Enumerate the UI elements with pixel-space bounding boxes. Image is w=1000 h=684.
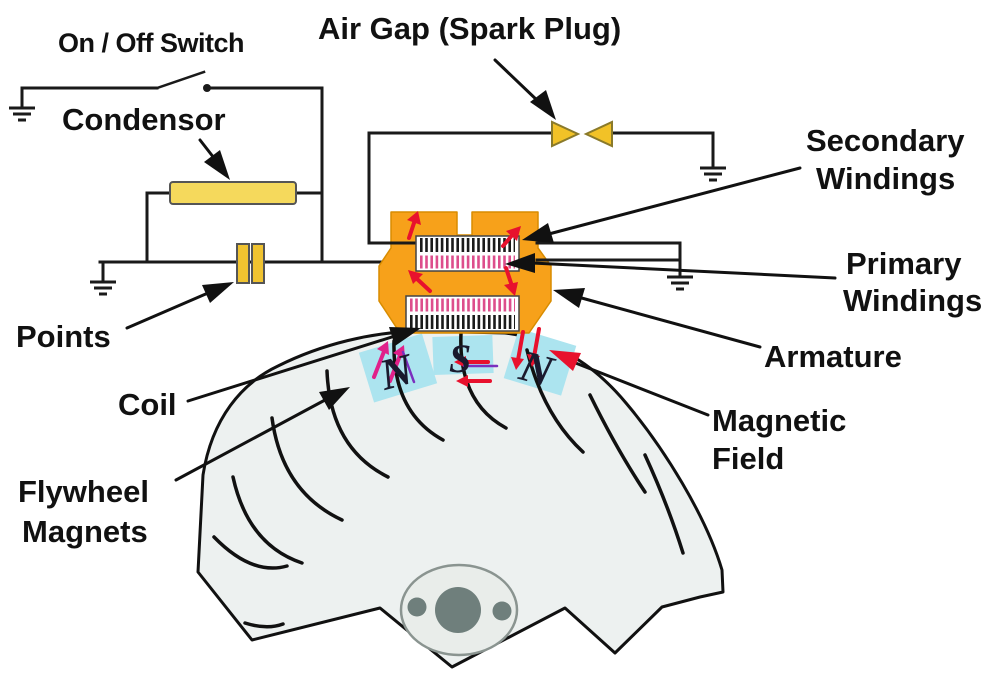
lower-coil bbox=[405, 295, 520, 332]
flywheel-fin bbox=[243, 621, 285, 629]
flux-arrowhead bbox=[377, 341, 389, 355]
air-gap-arrowhead bbox=[530, 90, 556, 120]
flux-arrow bbox=[388, 351, 403, 383]
points-arrowhead bbox=[202, 282, 234, 303]
secondary-windings-arrowhead bbox=[522, 223, 554, 243]
coil-leader bbox=[186, 334, 397, 403]
label-coil: Coil bbox=[118, 387, 177, 422]
armature-leader bbox=[576, 295, 762, 349]
flux-arrowhead bbox=[407, 211, 421, 225]
flux-arrow bbox=[504, 266, 514, 288]
flywheel-fin bbox=[231, 475, 304, 565]
label-on-off-switch: On / Off Switch bbox=[58, 28, 244, 58]
hub-shaft bbox=[435, 587, 481, 633]
flux-arrowhead bbox=[454, 356, 466, 368]
flux-arrow bbox=[532, 327, 541, 359]
points-leader bbox=[125, 291, 210, 330]
label-magnetic-field-2: Field bbox=[712, 441, 784, 476]
points-contact bbox=[236, 243, 265, 284]
air-gap-leader bbox=[493, 58, 542, 105]
flux-arrowhead bbox=[527, 354, 540, 367]
armature-arrowhead bbox=[553, 288, 585, 308]
label-secondary-windings-1: Secondary bbox=[806, 123, 965, 158]
label-flywheel-magnets-1: Flywheel bbox=[18, 474, 149, 509]
circuit-wiring bbox=[20, 70, 715, 264]
hub-bolt-left bbox=[407, 597, 427, 617]
flux-arrows-magnets bbox=[372, 327, 541, 387]
flux-line bbox=[401, 350, 416, 384]
flux-arrows-armature bbox=[407, 211, 521, 296]
flywheel-hub bbox=[399, 563, 519, 657]
upper-coil bbox=[415, 235, 520, 272]
flux-arrowhead bbox=[456, 375, 468, 387]
flux-arrow bbox=[516, 330, 525, 362]
ground-icon bbox=[90, 262, 116, 296]
secondary-windings-leader bbox=[543, 166, 802, 237]
magnet-pole-label-center: S bbox=[449, 336, 471, 381]
primary-windings-arrowhead bbox=[505, 253, 535, 273]
flywheel-magnets-leader bbox=[174, 398, 327, 482]
label-air-gap: Air Gap (Spark Plug) bbox=[318, 11, 621, 46]
flux-arrow bbox=[414, 276, 432, 293]
flywheel-fin bbox=[643, 453, 685, 555]
ground-icon bbox=[9, 88, 35, 122]
flywheel-magnets-arrowhead bbox=[319, 387, 350, 410]
condensor-leader bbox=[198, 138, 216, 160]
flux-arrowhead bbox=[506, 226, 521, 241]
label-magnetic-field-1: Magnetic bbox=[712, 403, 846, 438]
magnetic-field-arrowhead bbox=[549, 350, 581, 371]
flywheel-fin bbox=[325, 369, 390, 479]
ground-icon bbox=[700, 166, 726, 182]
flux-arrow bbox=[407, 218, 417, 240]
magnetic-field-leader bbox=[571, 360, 710, 417]
flux-arrowhead bbox=[408, 270, 423, 284]
coil-arrowhead bbox=[389, 327, 421, 346]
leader-lines bbox=[125, 58, 837, 482]
magnet-n-left bbox=[358, 333, 438, 403]
switch-blade bbox=[155, 70, 206, 90]
label-flywheel-magnets-2: Magnets bbox=[22, 514, 148, 549]
flywheel-fin bbox=[212, 535, 289, 570]
text-labels: On / Off Switch Air Gap (Spark Plug) Con… bbox=[16, 11, 982, 549]
hub-bolt-right bbox=[492, 601, 512, 621]
flywheel-fin bbox=[392, 339, 445, 442]
flywheel-fin bbox=[270, 416, 344, 522]
flux-arrowhead bbox=[511, 357, 524, 370]
label-primary-windings-2: Windings bbox=[843, 283, 982, 318]
primary-windings-leader bbox=[530, 261, 837, 280]
flywheel-fin bbox=[588, 393, 647, 494]
label-primary-windings-1: Primary bbox=[846, 246, 962, 281]
label-armature: Armature bbox=[764, 339, 902, 374]
flux-arrowhead bbox=[504, 282, 518, 296]
spark-gap-icon bbox=[551, 120, 613, 148]
flux-arrowhead bbox=[393, 345, 405, 359]
condensor-body bbox=[169, 181, 297, 205]
ground-icon bbox=[667, 275, 693, 291]
label-condensor: Condensor bbox=[62, 102, 226, 137]
condensor-arrowhead bbox=[204, 150, 230, 180]
flux-arrow bbox=[372, 347, 387, 379]
label-points: Points bbox=[16, 319, 111, 354]
flywheel-fin bbox=[459, 331, 508, 430]
label-secondary-windings-2: Windings bbox=[816, 161, 955, 196]
